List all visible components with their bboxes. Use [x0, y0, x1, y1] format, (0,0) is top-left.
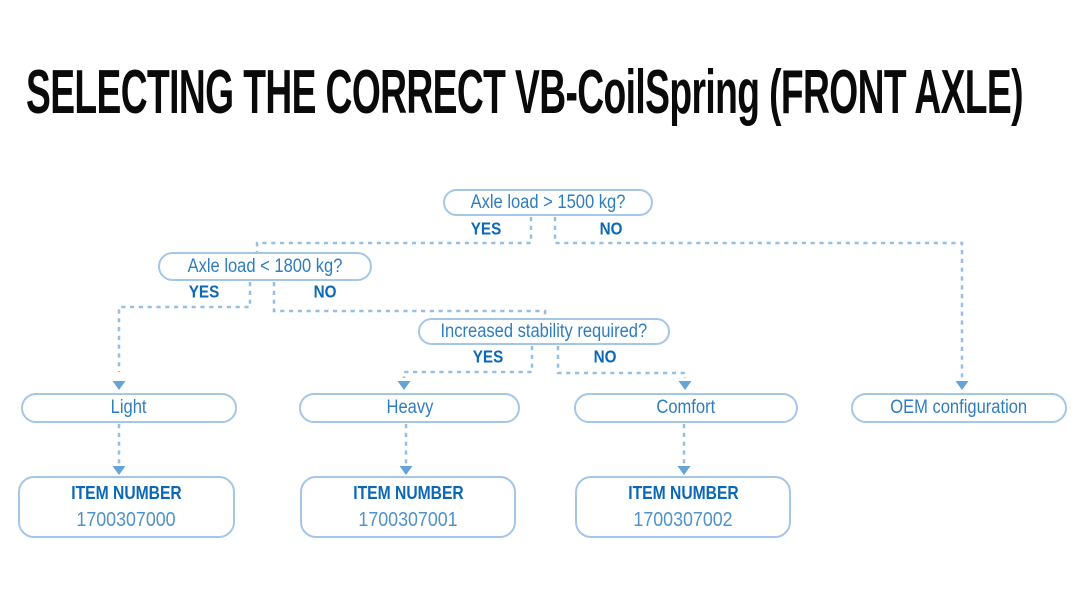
arrow-down-icon: [399, 466, 413, 475]
arrow-down-icon: [112, 381, 126, 390]
connector-q1-yes: [255, 217, 533, 252]
q1-no-label: NO: [599, 218, 623, 239]
item-number-value: 1700307001: [358, 507, 458, 531]
connector-q3-no: [556, 346, 687, 378]
arrow-down-icon: [677, 466, 691, 475]
arrow-down-icon: [397, 381, 411, 390]
arrow-down-icon: [678, 381, 692, 390]
item-number-heading: ITEM NUMBER: [352, 482, 464, 503]
decision-increased-stability-label: Increased stability required?: [440, 320, 648, 342]
item-number-heading: ITEM NUMBER: [627, 482, 739, 503]
decision-axle-load-1800: Axle load < 1800 kg?: [158, 252, 372, 281]
q3-no-label: NO: [593, 346, 617, 367]
outcome-light: Light: [21, 393, 237, 423]
decision-increased-stability: Increased stability required?: [418, 318, 670, 345]
q3-yes-label: YES: [472, 346, 504, 367]
decision-axle-load-1500: Axle load > 1500 kg?: [443, 189, 653, 216]
connector-q3-yes: [402, 346, 534, 378]
decision-axle-load-1500-label: Axle load > 1500 kg?: [470, 191, 626, 213]
item-number-card-comfort: ITEM NUMBER 1700307002: [575, 476, 791, 538]
arrow-down-icon: [112, 466, 126, 475]
decision-axle-load-1800-label: Axle load < 1800 kg?: [187, 255, 343, 277]
outcome-comfort: Comfort: [574, 393, 798, 423]
item-number-card-light: ITEM NUMBER 1700307000: [18, 476, 235, 538]
outcome-heavy: Heavy: [299, 393, 520, 423]
q2-no-label: NO: [313, 281, 337, 302]
item-number-card-heavy: ITEM NUMBER 1700307001: [300, 476, 516, 538]
item-number-heading: ITEM NUMBER: [71, 482, 182, 503]
arrow-down-icon: [955, 381, 969, 390]
page-title: SELECTING THE CORRECT VB-CoilSpring (FRO…: [26, 58, 1024, 127]
outcome-oem-configuration: OEM configuration: [851, 393, 1067, 423]
item-number-value: 1700307002: [633, 507, 733, 531]
connector-q2-yes: [117, 282, 252, 372]
connector-q1-no: [553, 217, 964, 378]
q2-yes-label: YES: [188, 281, 220, 302]
q1-yes-label: YES: [470, 218, 502, 239]
item-number-value: 1700307000: [76, 507, 177, 531]
